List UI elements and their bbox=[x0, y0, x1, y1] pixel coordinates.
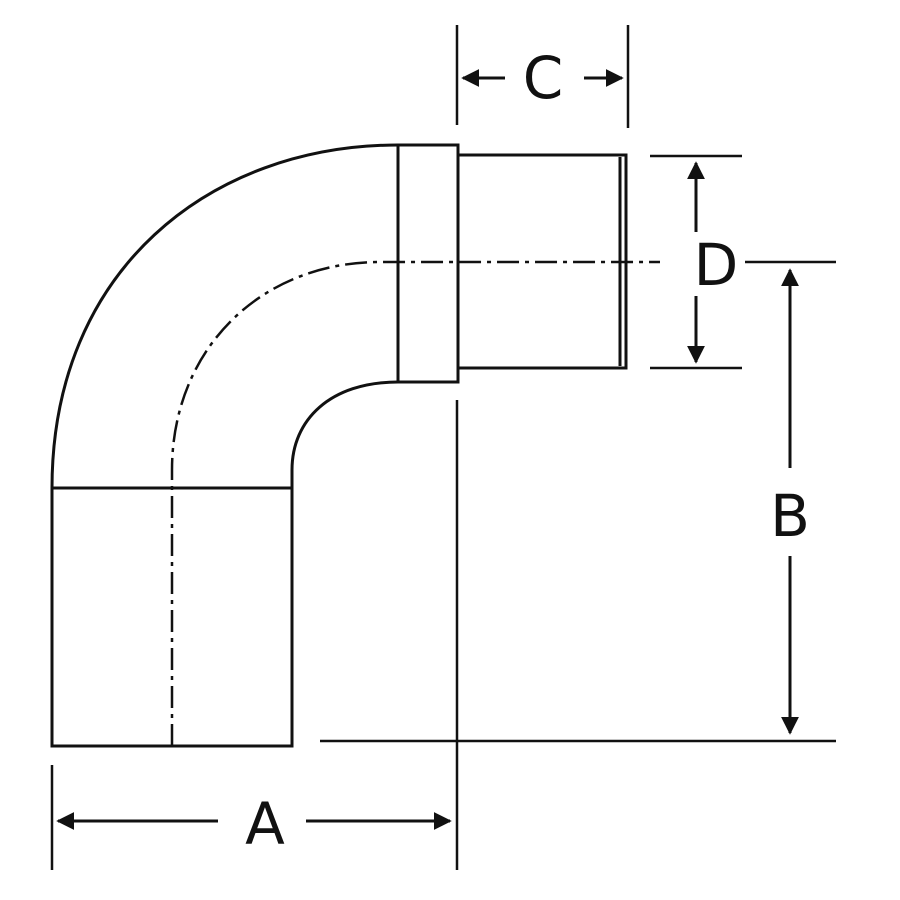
dimension-lines bbox=[56, 69, 799, 830]
dimension-label-d: D bbox=[689, 236, 743, 294]
elbow-outer-arc bbox=[50, 143, 399, 489]
dimension-label-c: C bbox=[518, 49, 568, 107]
dimension-label-b: B bbox=[766, 487, 814, 545]
elbow-body bbox=[50, 143, 628, 748]
centerline-arc bbox=[170, 260, 660, 746]
centerline bbox=[170, 260, 660, 746]
elbow-inner-arc bbox=[290, 380, 399, 488]
extension-lines bbox=[50, 25, 836, 870]
dimension-label-a: A bbox=[241, 795, 289, 853]
top-socket-collar bbox=[396, 143, 460, 384]
